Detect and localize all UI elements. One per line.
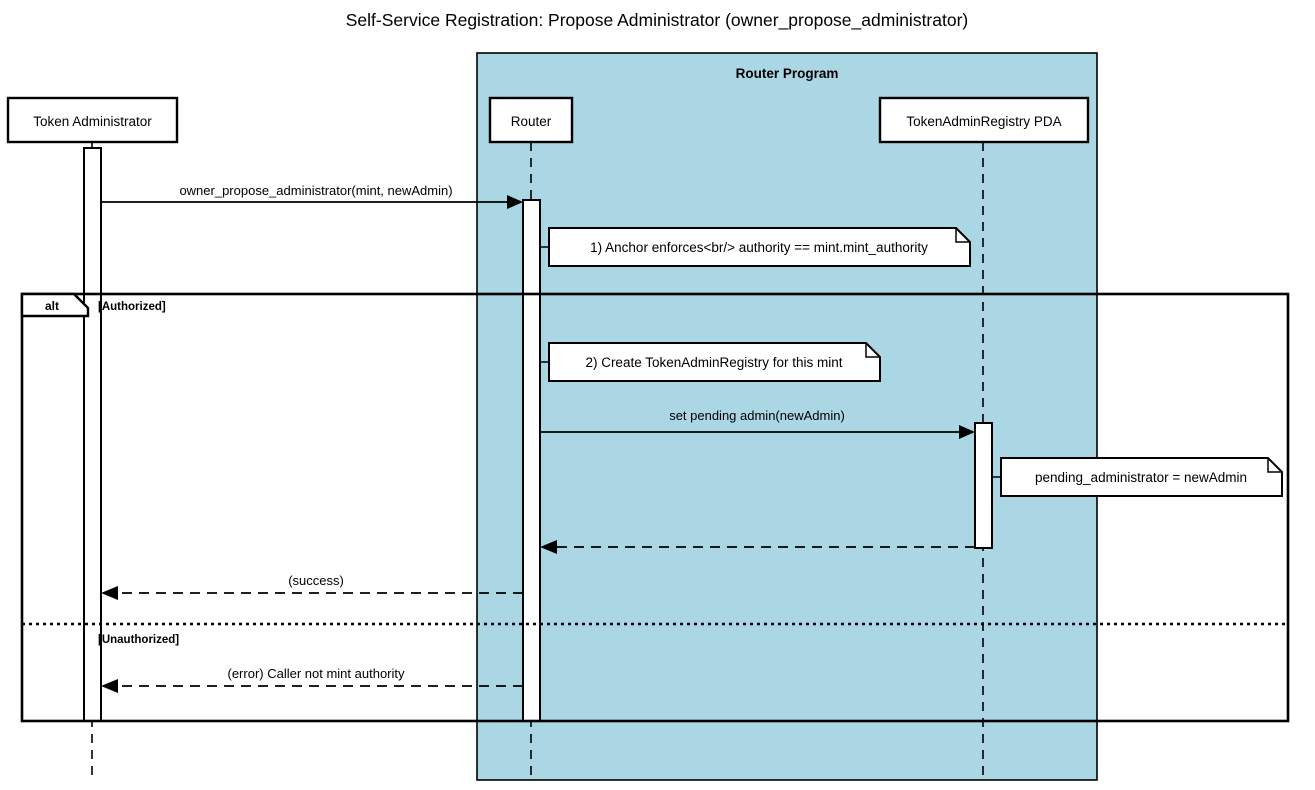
note-fold-pending-administrator [1267,458,1282,473]
participant-label-token-administrator: Token Administrator [33,114,152,129]
fragment-condition-authorized: [Authorized] [98,301,166,313]
message-label-owner-propose-administrator: owner_propose_administrator(mint, newAdm… [179,183,452,198]
message-success: (success) [101,573,523,600]
message-set-pending-admin: set pending admin(newAdmin) [540,408,975,439]
fragment-condition-unauthorized: [Unauthorized] [98,634,179,646]
note-text-pending-administrator: pending_administrator = newAdmin [1035,470,1247,485]
participant-box-token-admin-registry-pda[interactable] [878,96,1090,144]
arrowhead-owner-propose-administrator [507,195,523,209]
activation-router [522,199,541,722]
note-pending-administrator: pending_administrator = newAdmin [992,457,1283,497]
message-label-error: (error) Caller not mint authority [228,666,405,681]
message-owner-propose-administrator: owner_propose_administrator(mint, newAdm… [101,183,523,209]
participant-box-router[interactable] [488,96,574,144]
note-shape-create-registry [548,342,881,382]
participant-box-token-administrator[interactable] [6,96,179,144]
participant-label-router: Router [511,114,552,129]
arrowhead-pda-return [540,540,557,554]
note-create-registry: 2) Create TokenAdminRegistry for this mi… [540,342,881,382]
note-fold-create-registry [865,343,880,358]
participant-label-token-admin-registry-pda: TokenAdminRegistry PDA [906,114,1061,129]
activation-token-admin-registry-pda [974,422,993,549]
note-anchor-enforces: 1) Anchor enforces<br/> authority == min… [540,227,971,267]
note-fold-anchor-enforces [955,228,970,243]
fragment-border-alt [20,292,1290,723]
group-label-router-program: Router Program [736,66,839,81]
page-title: Self-Service Registration: Propose Admin… [346,10,969,31]
message-pda-return [540,540,975,554]
fragment-kind-label-alt: alt [45,299,59,313]
note-shape-anchor-enforces [548,227,971,267]
arrowhead-set-pending-admin [959,425,975,439]
message-error: (error) Caller not mint authority [101,666,523,693]
fragment-alt: alt [Authorized] [Unauthorized] [20,292,1290,723]
message-label-success: (success) [288,573,344,588]
group-box-router-program [476,52,1098,781]
arrowhead-success [101,586,118,600]
message-label-set-pending-admin: set pending admin(newAdmin) [669,408,845,423]
note-text-create-registry: 2) Create TokenAdminRegistry for this mi… [585,355,842,370]
arrowhead-error [101,679,118,693]
note-shape-pending-administrator [1000,457,1283,497]
note-text-anchor-enforces: 1) Anchor enforces<br/> authority == min… [590,240,928,255]
fragment-kind-tab-alt [20,292,90,318]
